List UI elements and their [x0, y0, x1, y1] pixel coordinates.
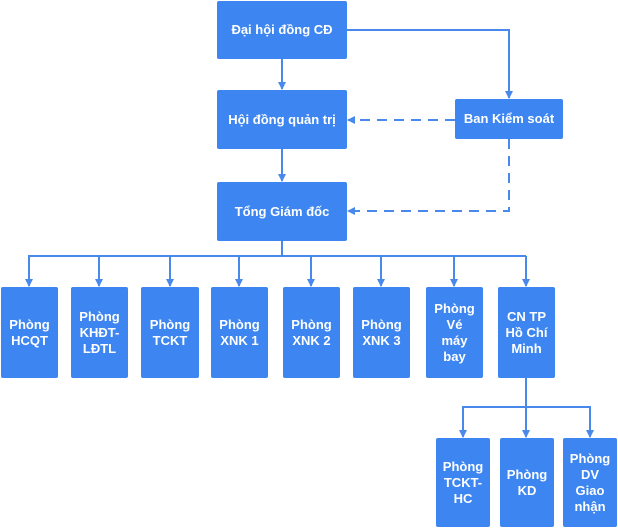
node-label: Phòng KHĐT- LĐTL — [79, 308, 120, 356]
node-label: Tổng Giám đốc — [234, 203, 330, 219]
node-label: Phòng XNK 1 — [219, 316, 260, 348]
connector-cn-to-tckthc — [459, 378, 527, 438]
node-label: CN TP Hồ Chí Minh — [505, 308, 548, 356]
node-label: Hội đồng quản trị — [228, 111, 336, 127]
node-dai-hoi-dong-co-dong: Đại hội đồng CĐ — [217, 1, 347, 59]
connector-tgd-to-xnk2 — [282, 255, 526, 286]
node-label: Phòng TCKT- HC — [442, 458, 484, 506]
node-cn-tp-ho-chi-minh: CN TP Hồ Chí Minh — [498, 287, 555, 378]
node-label: Phòng HCQT — [9, 316, 50, 348]
node-phong-khdt-ldtl: Phòng KHĐT- LĐTL — [71, 287, 128, 378]
node-label: Phòng XNK 2 — [291, 316, 332, 348]
node-ban-kiem-soat: Ban Kiểm soát — [455, 99, 563, 139]
node-label: Phòng DV Giao nhận — [569, 450, 611, 514]
node-tong-giam-doc: Tổng Giám đốc — [217, 182, 347, 241]
node-phong-xnk-1: Phòng XNK 1 — [211, 287, 268, 378]
node-phong-xnk-2: Phòng XNK 2 — [283, 287, 340, 378]
node-label: Phòng KD — [506, 466, 548, 498]
node-phong-kd: Phòng KD — [500, 438, 554, 527]
connector-bks-to-tgd — [347, 139, 510, 215]
connector-tgd-to-hcqt — [25, 241, 283, 287]
node-phong-tckt-hc: Phòng TCKT- HC — [436, 438, 490, 527]
node-label: Phòng TCKT — [149, 316, 191, 348]
node-label: Phòng XNK 3 — [361, 316, 402, 348]
node-label: Đại hội đồng CĐ — [231, 22, 333, 37]
node-phong-tckt: Phòng TCKT — [141, 287, 199, 378]
node-label: Ban Kiểm soát — [463, 111, 555, 126]
node-phong-hcqt: Phòng HCQT — [1, 287, 58, 378]
connector-dhdcd-to-bks — [347, 29, 513, 99]
node-phong-ve-may-bay: Phòng Vé máy bay — [426, 287, 483, 378]
connector-cn-to-dv — [526, 406, 594, 438]
node-phong-dv-giao-nhan: Phòng DV Giao nhận — [563, 438, 617, 527]
node-phong-xnk-3: Phòng XNK 3 — [353, 287, 410, 378]
node-hoi-dong-quan-tri: Hội đồng quản trị — [217, 90, 347, 149]
node-label: Phòng Vé máy bay — [434, 300, 475, 364]
